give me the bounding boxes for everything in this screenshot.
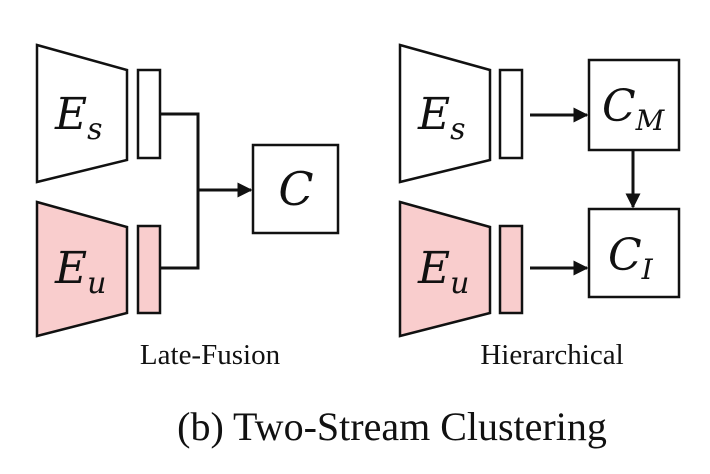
hierarchical-classifier-i-box [587,207,681,299]
hierarchical-classifier-m-box [587,58,681,152]
late-fusion-panel: Es Eu C Late-Fusion [35,43,340,371]
late-fusion-label: Late-Fusion [140,339,281,371]
late-fusion-classifier-box [251,143,340,235]
hierarchical-unsupervised-feature [498,224,524,315]
hierarchical-supervised-encoder-label: Es [417,89,466,147]
late-fusion-bottom-wire [160,190,200,270]
late-fusion-supervised-encoder-label: Es [54,89,103,147]
hierarchical-supervised-encoder [398,43,492,184]
hierarchical-classifier-m-label: CM [602,81,666,137]
late-fusion-unsupervised-encoder [35,200,129,338]
late-fusion-unsupervised-encoder-label: Eu [54,243,106,301]
late-fusion-supervised-feature [136,68,162,160]
hierarchical-unsupervised-encoder [398,200,492,338]
hierarchical-panel: Es Eu CM CI Hierarchical [398,43,681,371]
hierarchical-label: Hierarchical [480,339,623,371]
late-fusion-classifier-label: C [278,162,313,216]
late-fusion-unsupervised-feature [136,224,162,315]
hierarchical-supervised-feature [498,68,524,160]
late-fusion-supervised-encoder [35,43,129,184]
figure-caption: (b) Two-Stream Clustering [177,404,607,449]
late-fusion-top-wire [160,112,200,190]
hierarchical-unsupervised-encoder-label: Eu [417,243,469,301]
hierarchical-classifier-i-label: CI [608,230,654,286]
